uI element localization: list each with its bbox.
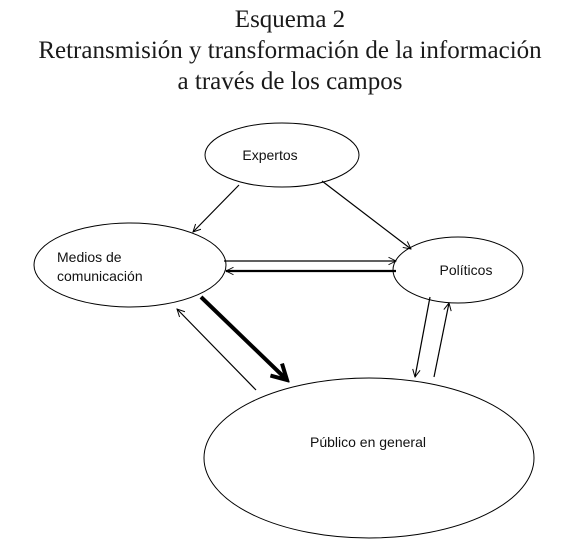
title-line-2: Retransmisión y transformación de la inf… (38, 37, 542, 64)
node-politicos-label: Políticos (440, 262, 493, 278)
arrow-politicos-to-publico (415, 296, 431, 377)
node-publico (203, 377, 535, 539)
arrow-expertos-to-politicos (321, 180, 411, 249)
arrow-expertos-to-medios (193, 184, 240, 232)
node-publico-label: Público en general (310, 434, 426, 450)
node-expertos-label: Expertos (242, 147, 297, 163)
arrow-medios-to-publico-heavy (199, 295, 287, 380)
node-expertos (204, 122, 360, 188)
title-line-3: a través de los campos (177, 68, 403, 95)
node-medios (33, 222, 227, 308)
arrow-publico-to-medios (177, 309, 257, 391)
arrow-publico-to-politicos (433, 303, 449, 378)
title-line-1: Esquema 2 (234, 6, 346, 33)
node-medios-label-line1: Medios de (57, 249, 122, 265)
diagram-title: Esquema 2 Retransmisión y transformación… (0, 4, 580, 97)
node-medios-label-line2: comunicación (57, 268, 143, 284)
